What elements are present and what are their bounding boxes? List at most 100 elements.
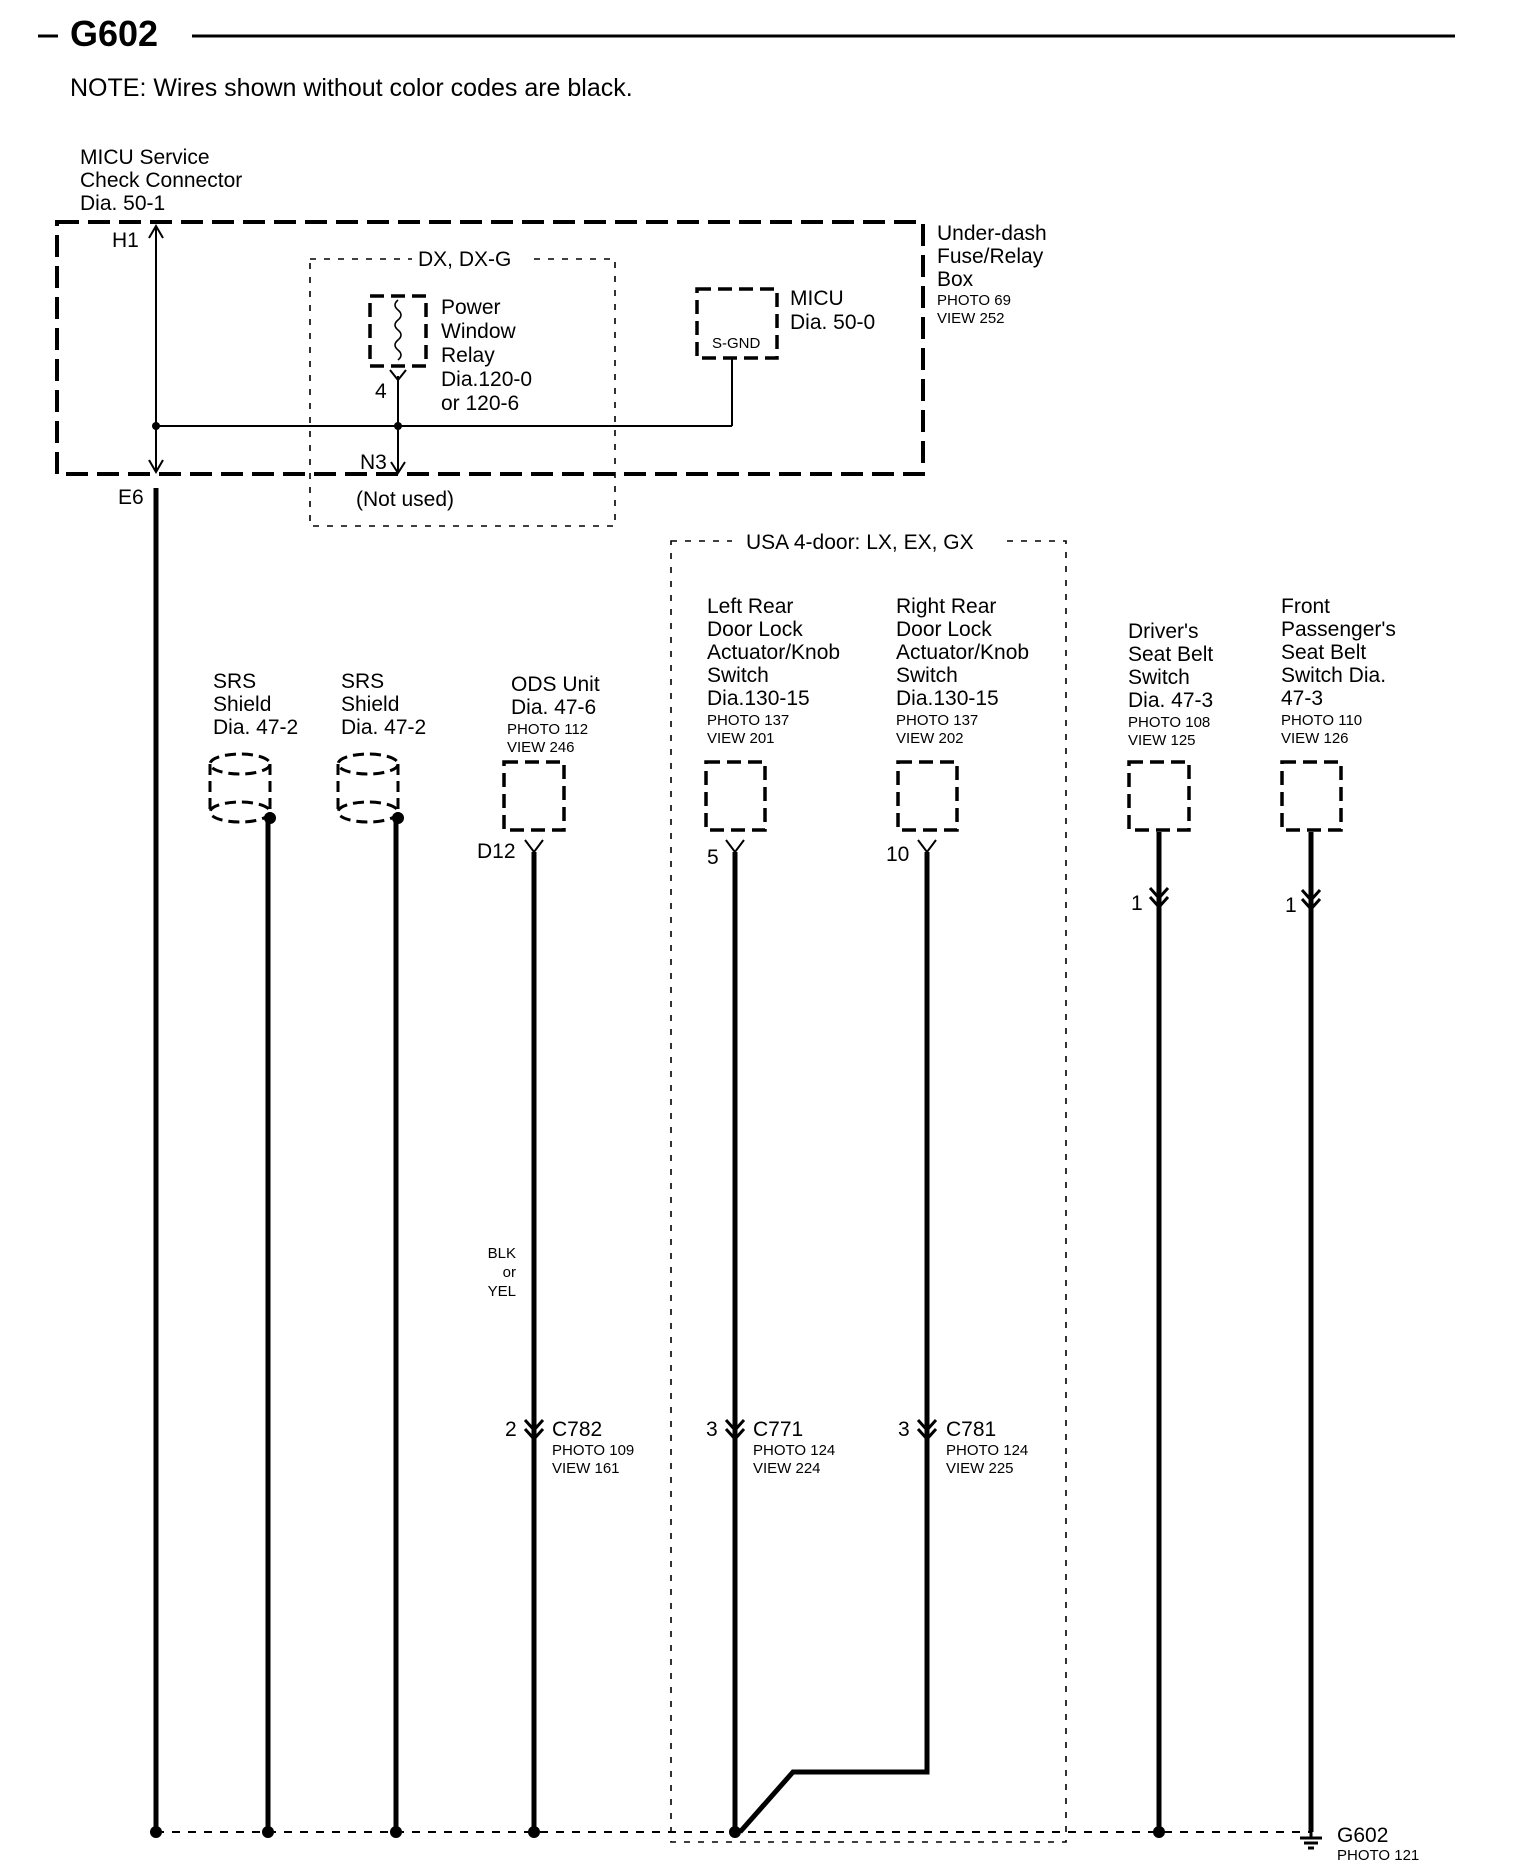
wire-color-1: BLK — [488, 1245, 516, 1262]
ods-photo: PHOTO 112 — [507, 721, 588, 738]
c771-name: C771 — [753, 1418, 803, 1441]
right-rear-door-lock-switch: Right Rear Door Lock Actuator/Knob Switc… — [886, 595, 1029, 866]
srs-shield-2: SRS Shield Dia. 47-2 — [336, 670, 426, 824]
bus-dot — [150, 1826, 162, 1838]
rr-name-3: Actuator/Knob — [896, 641, 1029, 664]
driver-name-3: Switch — [1128, 666, 1190, 689]
driver-pin: 1 — [1131, 892, 1143, 915]
relay-name-2: Window — [441, 320, 517, 343]
inline-connector-icon — [1300, 888, 1322, 912]
c771-photo: PHOTO 124 — [753, 1442, 835, 1459]
micu-unit — [695, 287, 779, 360]
rr-pin: 10 — [886, 843, 909, 866]
fuse-box-label: Under-dash Fuse/Relay Box PHOTO 69 VIEW … — [937, 222, 1047, 327]
c771-pin: 3 — [706, 1418, 718, 1441]
lr-name-5: Dia.130-15 — [707, 687, 810, 710]
page-title: G602 — [70, 13, 158, 54]
micu-check-name-3: Dia. 50-1 — [80, 192, 165, 215]
shield-icon — [336, 752, 400, 824]
relay-label: Power Window Relay Dia.120-0 or 120-6 — [441, 296, 532, 415]
pass-name-1: Front — [1281, 595, 1330, 618]
lr-photo: PHOTO 137 — [707, 712, 789, 729]
srs2-name-1: SRS — [341, 670, 384, 693]
header: G602 NOTE: Wires shown without color cod… — [38, 13, 1455, 102]
splice-dot — [394, 422, 402, 430]
c781-view: VIEW 225 — [946, 1460, 1014, 1477]
ods-pin: D12 — [477, 840, 516, 863]
usa-label-mask — [732, 530, 1002, 552]
c782-view: VIEW 161 — [552, 1460, 620, 1477]
pass-name-2: Passenger's — [1281, 618, 1396, 641]
c782-name: C782 — [552, 1418, 602, 1441]
pass-name-3: Seat Belt — [1281, 641, 1366, 664]
pin-arrow-icon — [524, 839, 544, 854]
ground-wire-rr-door — [738, 852, 930, 1834]
pin-e6: E6 — [118, 486, 144, 509]
not-used-label: (Not used) — [356, 488, 454, 511]
pin-h1-arrow-icon — [148, 224, 164, 239]
fuse-relay-box — [55, 220, 925, 476]
ods-wire-color: BLK or YEL — [488, 1245, 516, 1300]
lr-connector — [704, 760, 767, 832]
ground-symbol-icon — [1300, 1832, 1322, 1850]
dx-label-mask — [412, 248, 534, 270]
inline-connector-icon — [523, 1418, 545, 1442]
driver-photo: PHOTO 108 — [1128, 714, 1210, 731]
ods-view: VIEW 246 — [507, 739, 575, 756]
pin-arrow-icon — [917, 839, 937, 854]
srs2-name-3: Dia. 47-2 — [341, 716, 426, 739]
lr-name-3: Actuator/Knob — [707, 641, 840, 664]
pin-n3: N3 — [360, 451, 387, 474]
relay-name-3: Relay — [441, 344, 495, 367]
dx-option-box — [309, 258, 616, 527]
ods-unit: ODS Unit Dia. 47-6 PHOTO 112 VIEW 246 D1… — [477, 673, 600, 863]
ods-name-1: ODS Unit — [511, 673, 600, 696]
bus-dot — [729, 1826, 741, 1838]
rr-name-4: Switch — [896, 664, 958, 687]
driver-view: VIEW 125 — [1128, 732, 1196, 749]
rr-name-2: Door Lock — [896, 618, 992, 641]
fuse-box-name-2: Fuse/Relay — [937, 245, 1044, 268]
pin-n3-arrow-icon — [390, 461, 406, 475]
usa-option-label: USA 4-door: LX, EX, GX — [746, 531, 974, 554]
passenger-seat-belt-switch: Front Passenger's Seat Belt Switch Dia. … — [1280, 595, 1396, 917]
micu-sgnd-terminal: S-GND — [712, 335, 761, 352]
micu-check-connector-label: MICU Service Check Connector Dia. 50-1 H… — [80, 146, 242, 509]
relay-coil-icon — [394, 299, 402, 361]
micu-check-name-1: MICU Service — [80, 146, 210, 169]
c771-view: VIEW 224 — [753, 1460, 821, 1477]
inline-connector-icon — [1148, 886, 1170, 910]
fuse-box-photo: PHOTO 69 — [937, 292, 1011, 309]
c781-pin: 3 — [898, 1418, 910, 1441]
micu-check-name-2: Check Connector — [80, 169, 242, 192]
bus-dot — [390, 1826, 402, 1838]
rr-view: VIEW 202 — [896, 730, 964, 747]
inline-connector-icon — [724, 1418, 746, 1442]
pass-name-5: 47-3 — [1281, 687, 1323, 710]
bus-dot — [262, 1826, 274, 1838]
lr-view: VIEW 201 — [707, 730, 775, 747]
shield-icon — [208, 752, 272, 824]
splice-dot — [152, 422, 160, 430]
shield-drain-dot — [264, 812, 276, 824]
pass-view: VIEW 126 — [1281, 730, 1349, 747]
pass-photo: PHOTO 110 — [1281, 712, 1362, 729]
wire-color-2: or — [503, 1264, 516, 1281]
pass-pin: 1 — [1285, 894, 1297, 917]
rr-name-5: Dia.130-15 — [896, 687, 999, 710]
dx-option-label: DX, DX-G — [418, 248, 511, 271]
fuse-box-view: VIEW 252 — [937, 310, 1005, 327]
driver-name-1: Driver's — [1128, 620, 1199, 643]
pass-connector — [1280, 760, 1343, 832]
srs1-name-1: SRS — [213, 670, 256, 693]
ground-photo: PHOTO 121 — [1337, 1847, 1419, 1862]
c782-pin: 2 — [505, 1418, 517, 1441]
left-rear-door-lock-switch: Left Rear Door Lock Actuator/Knob Switch… — [704, 595, 840, 869]
lr-name-4: Switch — [707, 664, 769, 687]
wire-color-3: YEL — [488, 1283, 516, 1300]
bus-dot — [528, 1826, 540, 1838]
micu-name-1: MICU — [790, 287, 844, 310]
driver-name-4: Dia. 47-3 — [1128, 689, 1213, 712]
connector-c782: 2 C782 PHOTO 109 VIEW 161 — [505, 1418, 634, 1477]
